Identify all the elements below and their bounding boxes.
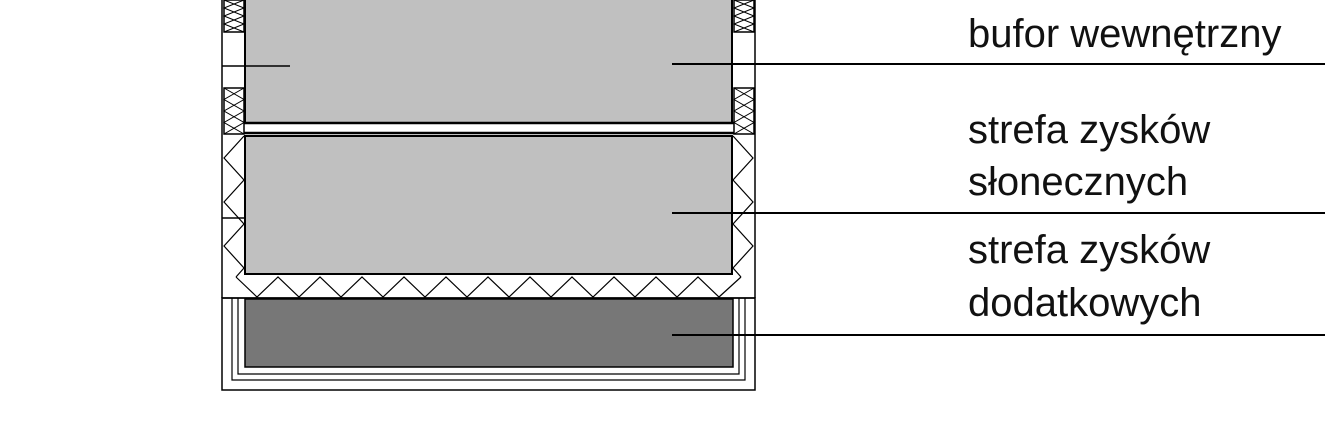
solar-gain-zone (221, 135, 756, 299)
insulation-top-right (732, 0, 756, 33)
solar-zone-zigzag-bottom (235, 276, 742, 298)
insulation-mid-left (222, 87, 246, 135)
separating-slab (244, 121, 734, 135)
solar-zone-zigzag-left (223, 135, 245, 278)
inner-buffer-zone (221, 0, 756, 135)
label-additional-gain-line2: dodatkowych (968, 281, 1202, 325)
label-additional-gain-line1: strefa zysków (968, 228, 1211, 272)
additional-gain-fill (244, 298, 734, 368)
insulation-mid-right (732, 87, 756, 135)
solar-gain-fill (245, 136, 732, 274)
inner-buffer-fill (245, 0, 732, 122)
solar-zone-zigzag-right (732, 135, 754, 278)
leader-lines (672, 63, 1325, 336)
label-solar-gain-line1: strefa zysków (968, 108, 1211, 152)
insulation-top-left (222, 0, 246, 33)
label-inner-buffer: bufor wewnętrzny (968, 12, 1282, 56)
label-solar-gain-line2: słonecznych (968, 160, 1189, 204)
additional-gain-zone (221, 297, 756, 391)
insulation-blocks (222, 0, 756, 135)
